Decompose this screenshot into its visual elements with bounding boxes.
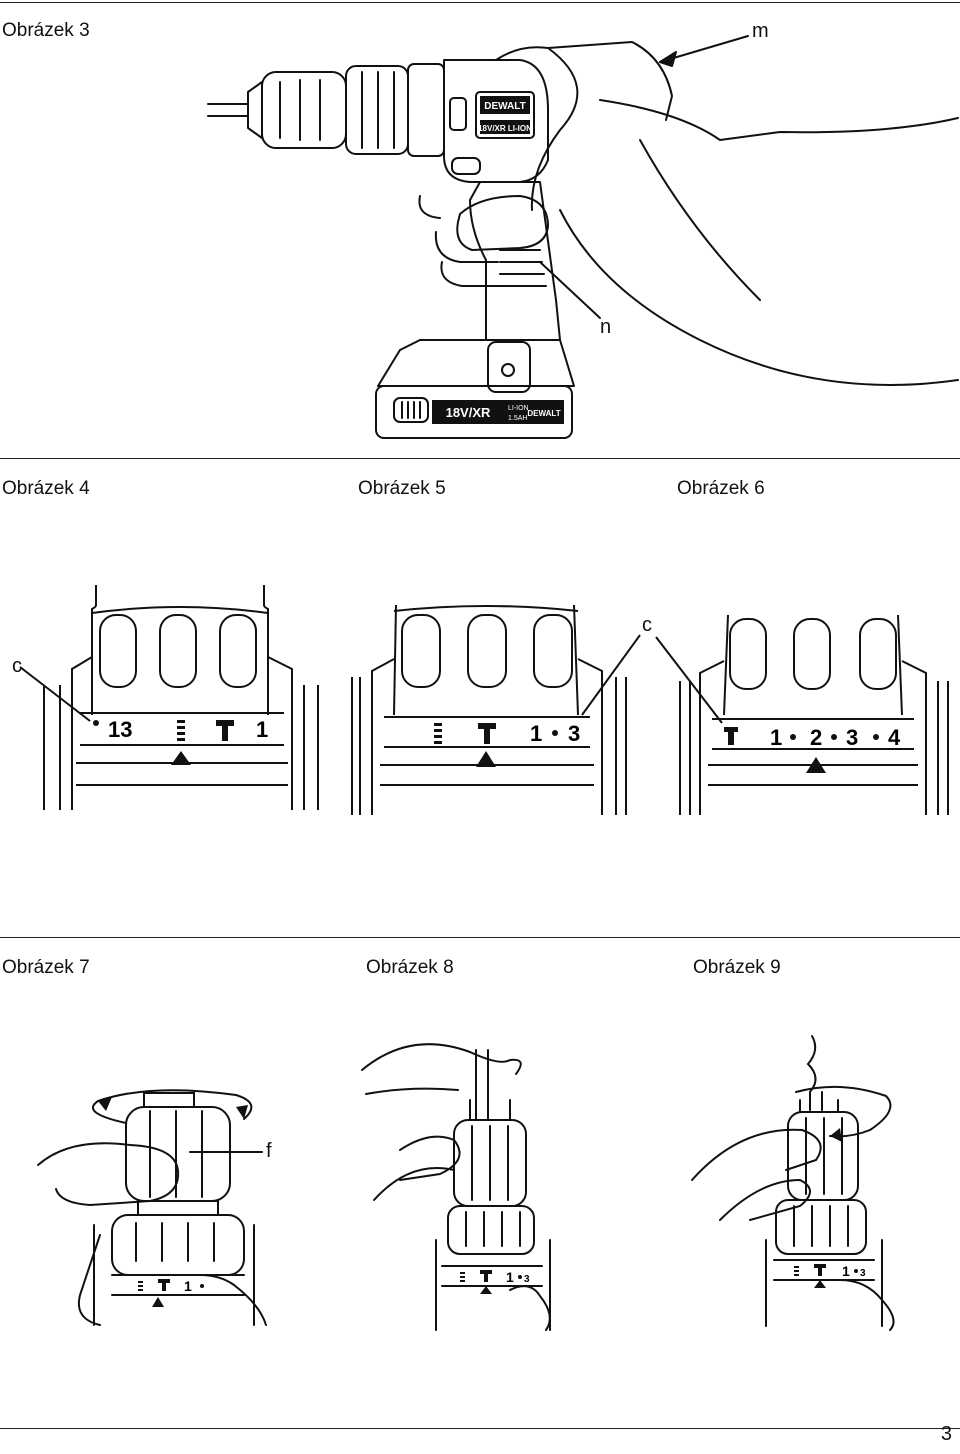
- battery-voltage-text: 18V/XR: [446, 405, 491, 420]
- figure-9-caption: Obrázek 9: [693, 957, 781, 978]
- section-rule-1: [0, 458, 960, 459]
- body-badge-text: 18V/XR LI-ION: [478, 124, 532, 133]
- label-n: n: [600, 316, 612, 338]
- figure-3-caption: Obrázek 3: [2, 20, 90, 41]
- fig8-scale-1: 1: [506, 1269, 514, 1285]
- figure-8-caption: Obrázek 8: [366, 957, 454, 978]
- fig9-scale-1: 1: [842, 1263, 850, 1279]
- drill-held-illustration: DEWALT 18V/XR LI-ION 18V/XR LI-ION 1.5AH…: [207, 35, 959, 439]
- top-rule: [0, 2, 960, 3]
- fig5-label-c: c: [642, 614, 652, 636]
- battery-cap-text: 1.5AH: [508, 415, 527, 422]
- fig6-scale-2: 2: [810, 725, 822, 750]
- fig4-label-c: c: [12, 655, 22, 677]
- fig8-scale-3: 3: [524, 1274, 530, 1285]
- body-brand-text: DEWALT: [484, 101, 525, 112]
- fig5-scale-3: 3: [568, 721, 580, 746]
- figure-7-caption: Obrázek 7: [2, 957, 90, 978]
- label-m: m: [752, 20, 769, 42]
- figure-6-caption: Obrázek 6: [677, 478, 765, 499]
- figure-5-caption: Obrázek 5: [358, 478, 446, 499]
- fig6-scale-3: 3: [846, 725, 858, 750]
- fig7-scale-1: 1: [184, 1278, 192, 1294]
- fig8-insert-bit: 1 3: [361, 1043, 551, 1331]
- fig5-clutch-ring: 1 3: [351, 604, 641, 815]
- fig6-clutch-ring: 1 2 3 4: [655, 614, 949, 815]
- fig4-scale-1: 1: [256, 717, 268, 742]
- fig9-scale-3: 3: [860, 1268, 866, 1279]
- fig4-clutch-ring: 13 1: [19, 585, 319, 810]
- figure-4-caption: Obrázek 4: [2, 478, 90, 499]
- fig5-scale-1: 1: [530, 721, 542, 746]
- battery-chem-text: LI-ION: [508, 405, 529, 412]
- section-rule-2: [0, 937, 960, 938]
- fig4-scale-13: 13: [108, 717, 132, 742]
- fig7-chuck-rotation: 1: [37, 1089, 267, 1326]
- bottom-rule: [0, 1428, 960, 1429]
- fig7-label-f: f: [266, 1140, 272, 1162]
- fig6-scale-1: 1: [770, 725, 782, 750]
- fig6-scale-4: 4: [888, 725, 901, 750]
- page-number: 3: [940, 1423, 952, 1445]
- fig9-tighten-chuck: 1 3: [691, 1035, 895, 1331]
- battery-brand-text: DEWALT: [527, 409, 560, 418]
